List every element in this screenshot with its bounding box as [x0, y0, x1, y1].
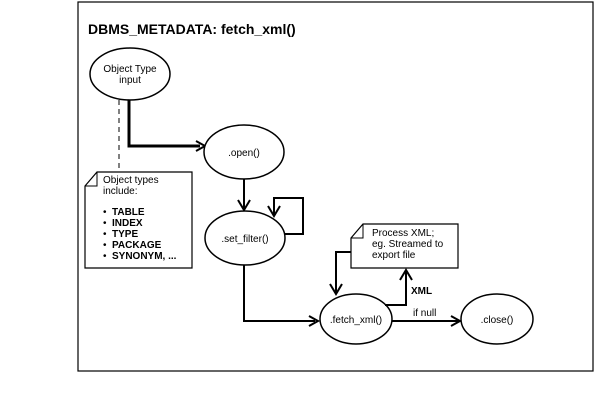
- process-xml-note: [350, 223, 459, 269]
- object-type-label-2: input: [119, 75, 141, 86]
- edge-set-filter-to-fetch: [243, 265, 315, 322]
- edge-fetch-to-note: [385, 272, 407, 306]
- list-item: SYNONYM, ...: [112, 251, 177, 262]
- list-item: INDEX: [112, 218, 143, 229]
- process-xml-line-3: export file: [372, 250, 416, 261]
- edge-set-filter-loop: [273, 197, 304, 235]
- arrowhead-icon: [329, 283, 343, 296]
- fetch-xml-node: [319, 293, 393, 345]
- diagram-frame: [77, 1, 594, 372]
- fetch-xml-label: .fetch_xml(): [330, 315, 382, 326]
- note-heading-2: include:: [103, 186, 137, 197]
- xml-edge-label: XML: [411, 286, 432, 297]
- if-null-edge-label: if null: [413, 308, 436, 319]
- list-bullet: •: [103, 251, 107, 262]
- list-bullet: •: [103, 218, 107, 229]
- process-xml-line-2: eg. Streamed to: [372, 239, 444, 250]
- list-bullet: •: [103, 207, 107, 218]
- arrowhead-icon: [308, 315, 321, 327]
- list-bullet: •: [103, 240, 107, 251]
- diagram-title: DBMS_METADATA: fetch_xml(): [88, 21, 296, 37]
- close-label: .close(): [481, 315, 514, 326]
- note-fold-icon: [85, 172, 98, 187]
- arrowhead-icon: [267, 205, 281, 218]
- open-label: .open(): [228, 148, 260, 159]
- edge-object-to-open: [127, 100, 200, 148]
- close-node: [460, 293, 534, 345]
- note-fold-icon: [351, 224, 364, 239]
- arrowhead-icon: [399, 268, 413, 281]
- object-types-note: [84, 171, 193, 269]
- process-xml-line-1: Process XML;: [372, 228, 434, 239]
- object-type-label-1: Object Type: [103, 64, 157, 75]
- list-bullet: •: [103, 229, 107, 240]
- arrowhead-icon: [237, 199, 251, 212]
- list-item: PACKAGE: [112, 240, 162, 251]
- object-types-list: • TABLE • INDEX • TYPE • PACKAGE • SYNON…: [103, 207, 177, 262]
- edge-note-to-fetch: [335, 251, 351, 292]
- arrowhead-icon: [450, 315, 463, 327]
- list-item: TYPE: [112, 229, 138, 240]
- note-heading-1: Object types: [103, 175, 159, 186]
- list-item: TABLE: [112, 207, 145, 218]
- set-filter-label: .set_filter(): [221, 234, 268, 245]
